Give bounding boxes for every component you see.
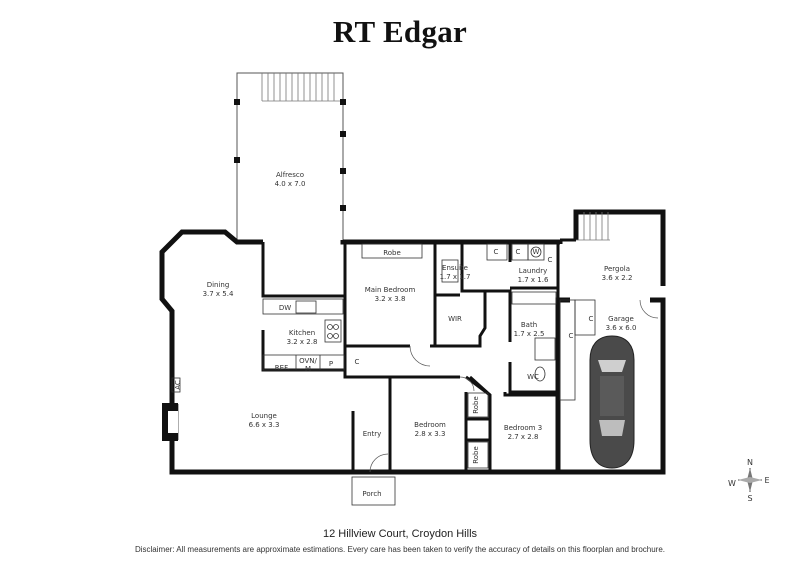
label-c-garage2: C xyxy=(548,256,553,264)
exterior-walls xyxy=(159,209,666,475)
room-ensuite-size: 1.7 x 1.7 xyxy=(440,273,471,281)
label-c-hall: C xyxy=(355,358,360,366)
label-c-garage1: C xyxy=(589,315,594,323)
room-kitchen-name: Kitchen xyxy=(289,329,315,337)
property-address: 12 Hillview Court, Croydon Hills xyxy=(322,528,478,540)
compass-icon: N S E W xyxy=(728,458,769,503)
fixtures xyxy=(171,243,596,506)
label-ac: AC xyxy=(174,380,182,390)
compass-s: S xyxy=(747,494,752,503)
compass-e: E xyxy=(764,476,769,485)
brand-logo: RT Edgar xyxy=(332,14,468,49)
room-garage-name: Garage xyxy=(608,315,634,323)
label-ovn: OVN/ xyxy=(299,357,317,365)
label-ref: REF. xyxy=(275,364,289,372)
room-lounge-size: 6.6 x 3.3 xyxy=(249,421,280,429)
fireplace xyxy=(162,403,178,441)
room-main-bedroom-size: 3.2 x 3.8 xyxy=(375,295,406,303)
label-entry: Entry xyxy=(363,430,382,438)
label-robe-2: Robe xyxy=(472,446,480,464)
label-porch: Porch xyxy=(362,490,381,498)
label-c-bath: C xyxy=(569,332,574,340)
compass-n: N xyxy=(747,458,753,467)
room-garage-size: 3.6 x 6.0 xyxy=(606,324,637,332)
room-bedroom3-size: 2.7 x 2.8 xyxy=(508,433,539,441)
pergola-steps xyxy=(576,212,610,241)
doors xyxy=(369,299,659,473)
room-bath-name: Bath xyxy=(521,321,537,329)
label-robe-1: Robe xyxy=(472,396,480,414)
room-lounge-name: Lounge xyxy=(251,412,277,420)
label-robe-main: Robe xyxy=(383,249,401,257)
room-bedroom3-name: Bedroom 3 xyxy=(504,424,542,432)
compass-w: W xyxy=(728,479,736,488)
car-icon xyxy=(589,335,635,469)
alfresco-posts xyxy=(234,99,346,211)
room-bedroom-size: 2.8 x 3.3 xyxy=(415,430,446,438)
label-wc: WC xyxy=(527,373,539,381)
label-m: M xyxy=(305,365,311,373)
room-dining-size: 3.7 x 5.4 xyxy=(203,290,234,298)
room-alfresco-name: Alfresco xyxy=(276,171,304,179)
label-dw: DW xyxy=(279,304,291,312)
room-main-bedroom-name: Main Bedroom xyxy=(365,286,416,294)
label-wir: WIR xyxy=(448,315,462,323)
room-pergola-size: 3.6 x 2.2 xyxy=(602,274,633,282)
label-c-laundry: C xyxy=(516,248,521,256)
room-pergola-name: Pergola xyxy=(604,265,630,273)
room-ensuite-name: Ensuite xyxy=(442,264,468,272)
label-p: P xyxy=(329,360,333,368)
room-kitchen-size: 3.2 x 2.8 xyxy=(287,338,318,346)
alfresco-steps xyxy=(261,73,343,102)
room-bedroom-name: Bedroom xyxy=(414,421,446,429)
room-laundry-name: Laundry xyxy=(519,267,548,275)
alfresco-deck xyxy=(236,72,344,242)
room-labels: Alfresco 4.0 x 7.0 Dining 3.7 x 5.4 Kitc… xyxy=(174,171,636,498)
room-bath-size: 1.7 x 2.5 xyxy=(514,330,545,338)
disclaimer-text: Disclaimer: All measurements are approxi… xyxy=(134,545,666,554)
room-laundry-size: 1.7 x 1.6 xyxy=(518,276,549,284)
room-alfresco-size: 4.0 x 7.0 xyxy=(275,180,306,188)
label-w: W xyxy=(533,248,540,256)
room-dining-name: Dining xyxy=(207,281,230,289)
label-c-ensuite: C xyxy=(494,248,499,256)
